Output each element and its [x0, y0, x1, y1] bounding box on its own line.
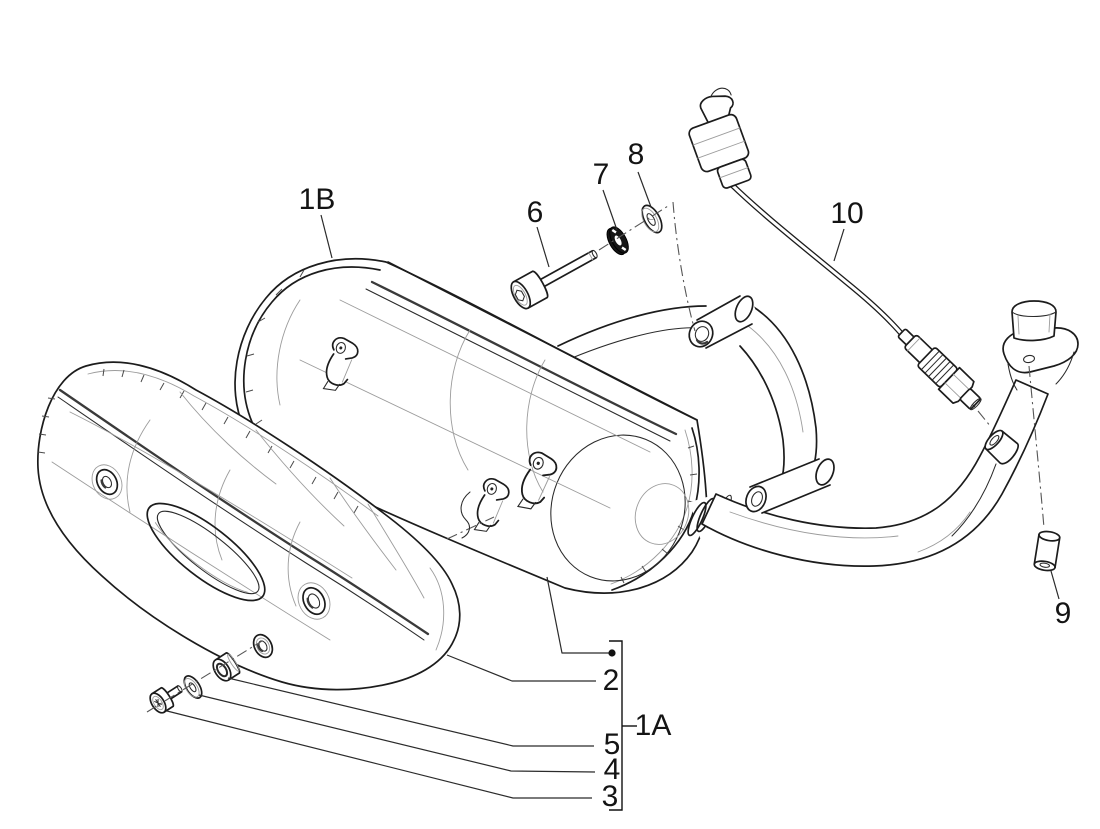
sensor-axis-line [977, 410, 992, 428]
lambda-sensor-boss [984, 429, 1019, 465]
sensor-connector [688, 87, 752, 189]
leader-assembly-dot [546, 576, 612, 654]
callout-label-7: 7 [592, 158, 610, 191]
clip-axis-line [446, 516, 495, 540]
callout-label-3: 3 [601, 780, 619, 813]
leader-5 [227, 677, 594, 747]
sensor-body [897, 328, 982, 411]
silencer-mounting-arm [557, 295, 818, 483]
leader-2 [446, 654, 596, 682]
catalyst-bulge [550, 434, 686, 582]
leader-4 [198, 694, 596, 773]
screw-part-3 [149, 685, 183, 714]
manifold-flange [1002, 300, 1079, 391]
retaining-clip [473, 478, 510, 532]
spring-hook [460, 491, 471, 539]
callout-label-10: 10 [830, 197, 864, 230]
arm-upper-bushing [688, 295, 756, 349]
leader-8 [637, 171, 652, 208]
spacer-part-5 [212, 652, 241, 682]
leader-3 [166, 710, 592, 799]
callout-label-1b: 1B [298, 183, 336, 216]
assembly-axis-lines [146, 201, 1045, 713]
left-cap-crimp-ticks [245, 269, 305, 425]
shield-screw-boss [252, 633, 274, 659]
leader-1b [320, 214, 333, 259]
callout-label-6: 6 [526, 196, 544, 229]
callout-label-5: 5 [603, 728, 621, 761]
rubber-grommet-part-7 [606, 226, 629, 256]
callout-leader-lines [166, 171, 1060, 811]
callout-label-8: 8 [627, 138, 645, 171]
washer-part-4 [183, 675, 203, 699]
assembly-dot [608, 649, 616, 657]
washer-part-8 [641, 204, 663, 234]
exhaust-pipe [701, 379, 1049, 567]
leader-9 [1050, 570, 1060, 600]
leader-10 [833, 228, 845, 262]
leader-7 [602, 189, 618, 231]
callout-label-2: 2 [602, 664, 620, 697]
retaining-clip [322, 337, 359, 391]
callout-label-4: 4 [603, 753, 621, 786]
group-bracket-1a [609, 640, 637, 811]
inlet-stub [1011, 300, 1057, 342]
leader-6 [536, 226, 550, 268]
shield-boss [91, 464, 123, 500]
flange-hole [1023, 354, 1035, 364]
shield-slot [146, 502, 266, 602]
spacer-part-9 [1033, 530, 1061, 572]
callout-label-9: 9 [1054, 597, 1072, 630]
callout-label-1a: 1A [634, 709, 672, 742]
bolt-part-6 [510, 249, 598, 310]
shield-rim-ticks [37, 368, 359, 514]
lambda-sensor [688, 87, 992, 428]
heat-shield [37, 361, 461, 691]
retaining-clip [516, 451, 558, 510]
arm-lower-bushing [745, 458, 835, 514]
shield-boss [297, 582, 331, 620]
